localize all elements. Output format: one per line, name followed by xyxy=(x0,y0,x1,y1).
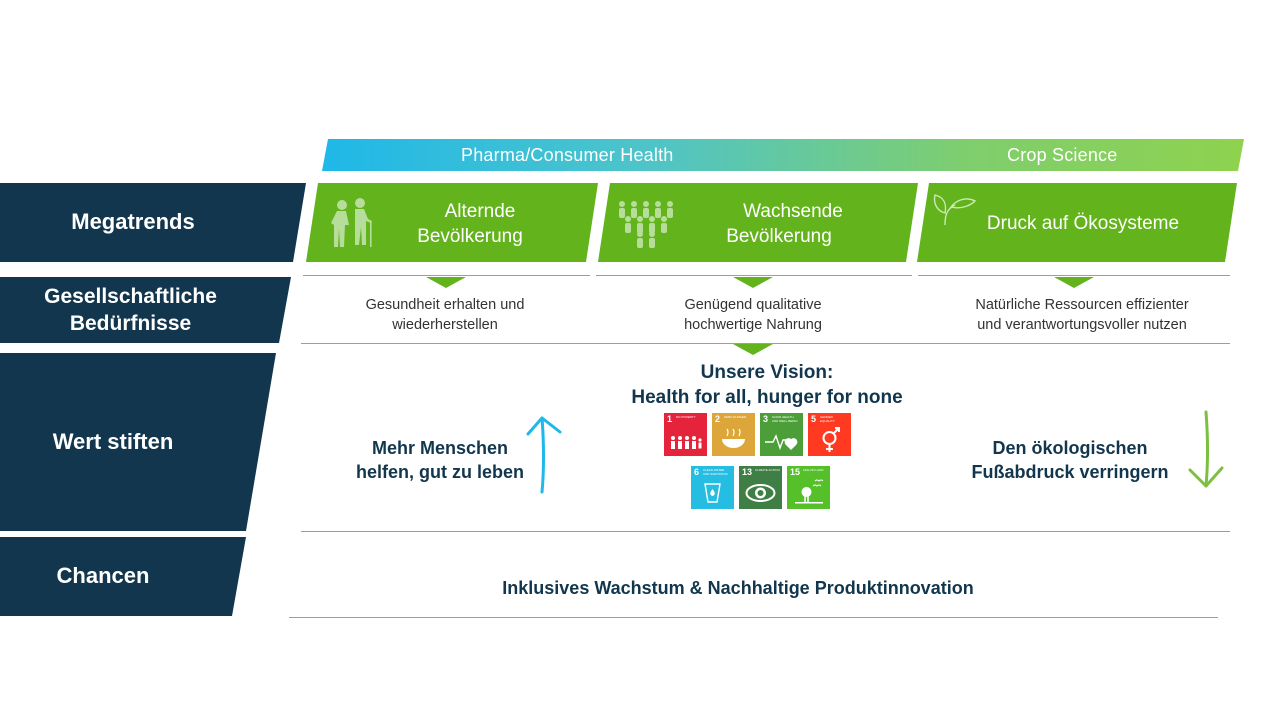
vision-line1: Unsere Vision: xyxy=(700,362,834,383)
arrow-down-icon xyxy=(1188,410,1224,488)
need-1-line2: wiederherstellen xyxy=(392,317,498,334)
row-label-beduerfnisse: Gesellschaftliche Bedürfnisse xyxy=(0,277,291,343)
separator-line xyxy=(596,275,912,276)
sdg-caption: GENDER EQUALITY xyxy=(820,415,835,423)
separator-line xyxy=(301,531,1230,532)
sdg-caption: ZERO HUNGER xyxy=(724,415,747,419)
need-gesundheit: Gesundheit erhalten und wiederherstellen xyxy=(320,295,570,336)
sdg-number: 5 xyxy=(811,414,817,424)
value-more-people: Mehr Menschen helfen, gut zu leben xyxy=(330,436,550,485)
row-label-beduerfnisse-line2: Bedürfnisse xyxy=(69,312,192,335)
megatrend-wachsende-bevoelkerung: Wachsende Bevölkerung xyxy=(598,183,918,262)
sdg-number: 6 xyxy=(694,467,700,477)
chancen-statement: Inklusives Wachstum & Nachhaltige Produk… xyxy=(502,578,974,598)
value-right-line1: Den ökologischen xyxy=(992,438,1148,458)
need-3-line2: und verantwortungsvoller nutzen xyxy=(977,317,1187,334)
vision-statement: Unsere Vision: Health for all, hunger fo… xyxy=(567,361,967,410)
division-pharma-label: Pharma/Consumer Health xyxy=(461,145,674,165)
value-footprint: Den ökologischen Fußabdruck verringern xyxy=(955,436,1185,485)
need-1-line1: Gesundheit erhalten und xyxy=(365,297,525,313)
megatrend-2-line2: Bevölkerung xyxy=(726,225,832,247)
sdg-number: 1 xyxy=(667,414,673,424)
sdg-2-icon xyxy=(722,428,745,448)
megatrend-druck-auf-oekosysteme: Druck auf Ökosysteme xyxy=(917,183,1237,262)
sdg-3-icon xyxy=(765,434,798,451)
row-label-megatrends-text: Megatrends xyxy=(71,209,195,235)
arrow-up-icon xyxy=(526,416,562,494)
sdg-caption: NO POVERTY xyxy=(676,415,696,419)
row-label-beduerfnisse-line1: Gesellschaftliche xyxy=(44,284,217,308)
seedling-icon xyxy=(931,191,979,227)
arrow-down-marker xyxy=(733,277,773,288)
row-label-megatrends: Megatrends xyxy=(0,183,306,262)
sdg-5-icon xyxy=(822,427,840,452)
sdg-caption: LIFE ON LAND xyxy=(803,468,824,472)
megatrend-2-text: Wachsende Bevölkerung xyxy=(694,200,864,249)
crowd-icon xyxy=(616,199,680,249)
need-ressourcen: Natürliche Ressourcen effizienter und ve… xyxy=(932,295,1232,336)
megatrend-1-line2: Bevölkerung xyxy=(417,225,523,247)
sdg-caption: CLEAN WATER AND SANITATION xyxy=(703,468,728,476)
arrow-down-marker xyxy=(426,277,466,288)
row-label-beduerfnisse-text: Gesellschaftliche Bedürfnisse xyxy=(44,283,217,338)
value-right-line2: Fußabdruck verringern xyxy=(971,462,1169,483)
separator-line xyxy=(918,275,1230,276)
sdg-6-icon xyxy=(704,483,721,503)
need-nahrung: Genügend qualitative hochwertige Nahrung xyxy=(628,295,878,336)
sdg-number: 13 xyxy=(742,467,753,477)
vision-line2: Health for all, hunger for none xyxy=(631,386,903,408)
sdg-15-icon xyxy=(795,479,824,504)
megatrend-alternde-bevoelkerung: Alternde Bevölkerung xyxy=(306,183,598,262)
arrow-down-marker xyxy=(733,344,773,355)
sdg-caption: GOOD HEALTH AND WELL-BEING xyxy=(772,415,798,423)
division-header-bar xyxy=(322,139,1244,171)
division-crop-label: Crop Science xyxy=(1007,145,1118,165)
value-left-line1: Mehr Menschen xyxy=(371,438,509,458)
value-left-line2: helfen, gut zu leben xyxy=(355,462,524,483)
separator-line xyxy=(289,617,1218,618)
arrow-down-marker xyxy=(1054,277,1094,288)
need-2-line1: Genügend qualitative xyxy=(684,297,822,313)
separator-line xyxy=(303,275,590,276)
sdg-13-icon xyxy=(745,484,776,502)
need-2-line2: hochwertige Nahrung xyxy=(684,317,822,334)
row-label-chancen: Chancen xyxy=(0,537,246,616)
sdg-caption: CLIMATE ACTION xyxy=(755,468,780,472)
sdg-number: 15 xyxy=(790,467,801,477)
separator-line xyxy=(301,343,1230,344)
sdg-number: 2 xyxy=(715,414,721,424)
need-3-line1: Natürliche Ressourcen effizienter xyxy=(975,297,1189,313)
megatrend-1-line1: Alternde xyxy=(444,201,516,222)
row-label-chancen-text: Chancen xyxy=(56,563,150,589)
megatrend-3-text: Druck auf Ökosysteme xyxy=(986,213,1180,234)
row-label-wert-stiften: Wert stiften xyxy=(0,353,276,531)
sdg-1-icon xyxy=(671,436,702,449)
elderly-people-icon xyxy=(328,197,376,249)
megatrend-1-text: Alternde Bevölkerung xyxy=(386,200,554,249)
row-label-wert-text: Wert stiften xyxy=(52,428,174,454)
sdg-number: 3 xyxy=(763,414,769,424)
megatrend-2-line1: Wachsende xyxy=(743,201,843,222)
